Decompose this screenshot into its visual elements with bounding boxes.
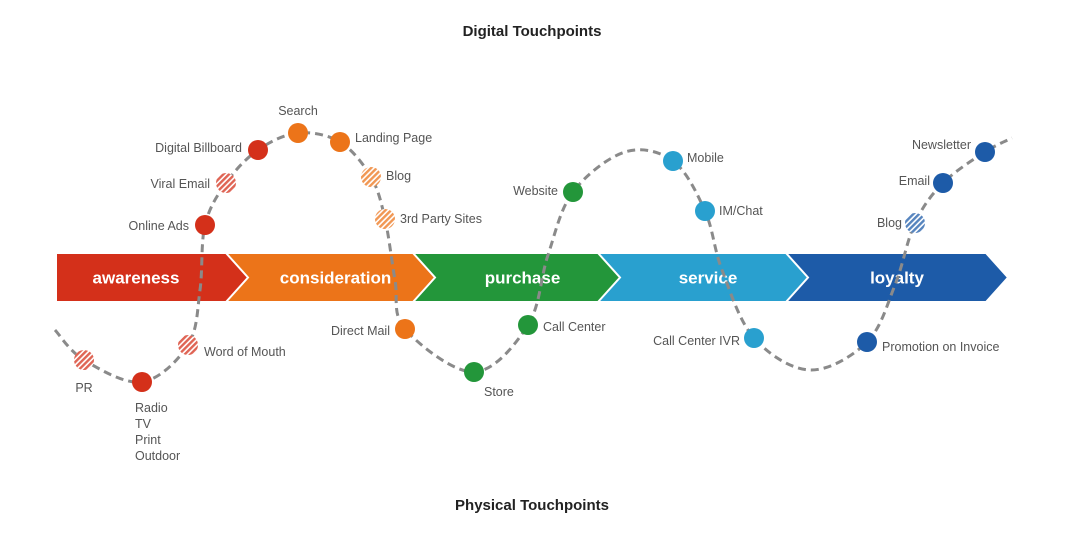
circle-icon — [248, 140, 268, 160]
digital-touchpoints-title: Digital Touchpoints — [463, 23, 602, 40]
touchpoint-label: IM/Chat — [719, 204, 763, 218]
touchpoint: Word of Mouth — [178, 335, 286, 359]
touchpoint: Store — [464, 362, 514, 399]
touchpoint-label: Blog — [386, 169, 411, 183]
touchpoint: Blog — [877, 213, 925, 233]
hatched-circle-icon — [74, 350, 94, 370]
circle-icon — [975, 142, 995, 162]
touchpoint: Direct Mail — [331, 319, 415, 339]
hatched-circle-icon — [216, 173, 236, 193]
circle-icon — [195, 215, 215, 235]
stage-label: consideration — [280, 269, 391, 288]
touchpoint-label: Store — [484, 385, 514, 399]
touchpoint-label: PR — [75, 381, 92, 395]
touchpoint-label: Landing Page — [355, 131, 432, 145]
touchpoint-label: Outdoor — [135, 449, 180, 463]
touchpoint-label: Digital Billboard — [155, 141, 242, 155]
touchpoint-label: Radio — [135, 401, 168, 415]
circle-icon — [857, 332, 877, 352]
circle-icon — [330, 132, 350, 152]
touchpoint-label: Call Center IVR — [653, 334, 740, 348]
circle-icon — [933, 173, 953, 193]
touchpoint: Email — [899, 173, 953, 193]
touchpoint: Digital Billboard — [155, 140, 268, 160]
hatched-circle-icon — [361, 167, 381, 187]
touchpoint-label: Email — [899, 174, 930, 188]
touchpoint: Viral Email — [150, 173, 236, 193]
touchpoint: 3rd Party Sites — [375, 209, 482, 229]
circle-icon — [464, 362, 484, 382]
touchpoint: Newsletter — [912, 138, 995, 162]
touchpoint-label: Viral Email — [150, 177, 210, 191]
circle-icon — [663, 151, 683, 171]
touchpoint-label: Promotion on Invoice — [882, 340, 999, 354]
circle-icon — [395, 319, 415, 339]
touchpoint-label: Word of Mouth — [204, 345, 286, 359]
circle-icon — [518, 315, 538, 335]
touchpoint-label: Search — [278, 104, 318, 118]
touchpoint: IM/Chat — [695, 201, 763, 221]
touchpoint: Search — [278, 104, 318, 143]
touchpoint-label: Blog — [877, 216, 902, 230]
touchpoint: Call Center IVR — [653, 328, 764, 348]
hatched-circle-icon — [905, 213, 925, 233]
circle-icon — [695, 201, 715, 221]
touchpoint-label: Print — [135, 433, 161, 447]
hatched-circle-icon — [375, 209, 395, 229]
touchpoint: Promotion on Invoice — [857, 332, 999, 354]
touchpoint-label: Mobile — [687, 151, 724, 165]
touchpoint: PR — [74, 350, 94, 395]
circle-icon — [744, 328, 764, 348]
stage-label: purchase — [485, 269, 561, 288]
touchpoint: Online Ads — [129, 215, 215, 235]
touchpoint-label: Call Center — [543, 320, 606, 334]
circle-icon — [288, 123, 308, 143]
touchpoint: Call Center — [518, 315, 606, 335]
touchpoint-label: 3rd Party Sites — [400, 212, 482, 226]
touchpoint-label: Online Ads — [129, 219, 189, 233]
touchpoint: Landing Page — [330, 131, 432, 152]
touchpoint: Website — [513, 182, 583, 202]
stage-label: awareness — [93, 269, 180, 288]
touchpoint: Mobile — [663, 151, 724, 171]
physical-touchpoints-title: Physical Touchpoints — [455, 497, 609, 514]
circle-icon — [563, 182, 583, 202]
hatched-circle-icon — [178, 335, 198, 355]
touchpoint-label: Direct Mail — [331, 324, 390, 338]
touchpoint-label: TV — [135, 417, 152, 431]
touchpoint: Blog — [361, 167, 411, 187]
touchpoint-label: Newsletter — [912, 138, 971, 152]
touchpoint-label: Website — [513, 184, 558, 198]
circle-icon — [132, 372, 152, 392]
